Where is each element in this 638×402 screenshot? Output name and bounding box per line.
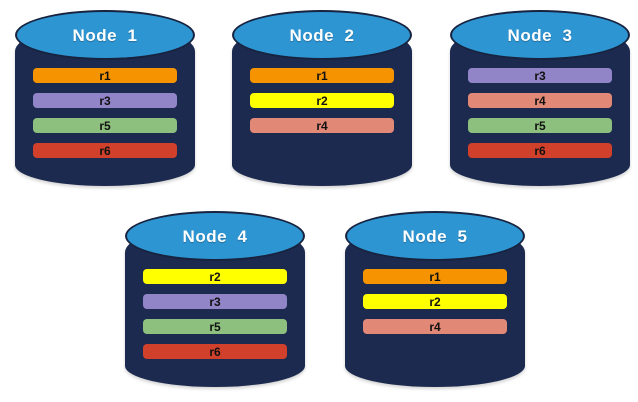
shard-bar[interactable]: r5 xyxy=(143,319,287,334)
database-node-cylinder[interactable]: Node 3 r3 r4 r5 r6 xyxy=(450,10,630,186)
shard-label: r6 xyxy=(209,344,221,359)
shard-bar[interactable]: r3 xyxy=(33,93,177,108)
node-label: Node 4 xyxy=(182,226,248,246)
database-node-cylinder[interactable]: Node 4 r2 r3 r5 r6 xyxy=(125,211,305,387)
cylinder-top-ellipse: Node 4 xyxy=(125,211,305,261)
shard-bar[interactable]: r5 xyxy=(468,118,612,133)
database-node-cylinder[interactable]: Node 1 r1 r3 r5 r6 xyxy=(15,10,195,186)
shard-label: r3 xyxy=(209,294,221,309)
shard-label: r6 xyxy=(534,143,546,158)
shard-label: r4 xyxy=(429,319,441,334)
database-node-cylinder[interactable]: Node 2 r1 r2 r4 xyxy=(232,10,412,186)
shard-list: r1 r3 r5 r6 xyxy=(33,68,177,168)
cylinder-top-ellipse: Node 3 xyxy=(450,10,630,60)
shard-label: r4 xyxy=(316,118,328,133)
shard-label: r2 xyxy=(316,93,328,108)
shard-bar[interactable]: r1 xyxy=(363,269,507,284)
cylinder-top-ellipse: Node 5 xyxy=(345,211,525,261)
shard-label: r1 xyxy=(316,68,328,83)
shard-label: r5 xyxy=(209,319,221,334)
cylinder-top-ellipse: Node 2 xyxy=(232,10,412,60)
shard-bar[interactable]: r5 xyxy=(33,118,177,133)
shard-list: r3 r4 r5 r6 xyxy=(468,68,612,168)
shard-label: r4 xyxy=(534,93,546,108)
shard-bar[interactable]: r4 xyxy=(363,319,507,334)
shard-label: r3 xyxy=(99,93,111,108)
database-node-cylinder[interactable]: Node 5 r1 r2 r4 xyxy=(345,211,525,387)
shard-label: r2 xyxy=(209,269,221,284)
node-label: Node 3 xyxy=(507,25,573,45)
shard-bar[interactable]: r3 xyxy=(143,294,287,309)
shard-list: r1 r2 r4 xyxy=(250,68,394,143)
node-label: Node 5 xyxy=(402,226,468,246)
shard-bar[interactable]: r3 xyxy=(468,68,612,83)
shard-bar[interactable]: r6 xyxy=(143,344,287,359)
node-label: Node 2 xyxy=(289,25,355,45)
shard-label: r3 xyxy=(534,68,546,83)
shard-bar[interactable]: r6 xyxy=(468,143,612,158)
shard-bar[interactable]: r4 xyxy=(468,93,612,108)
cylinder-top-ellipse: Node 1 xyxy=(15,10,195,60)
shard-bar[interactable]: r2 xyxy=(363,294,507,309)
shard-label: r5 xyxy=(534,118,546,133)
shard-bar[interactable]: r6 xyxy=(33,143,177,158)
shard-list: r2 r3 r5 r6 xyxy=(143,269,287,369)
node-label: Node 1 xyxy=(72,25,138,45)
shard-bar[interactable]: r1 xyxy=(250,68,394,83)
shard-label: r1 xyxy=(429,269,441,284)
shard-label: r6 xyxy=(99,143,111,158)
shard-bar[interactable]: r1 xyxy=(33,68,177,83)
shard-label: r2 xyxy=(429,294,441,309)
shard-bar[interactable]: r2 xyxy=(143,269,287,284)
shard-label: r1 xyxy=(99,68,111,83)
shard-bar[interactable]: r2 xyxy=(250,93,394,108)
shard-bar[interactable]: r4 xyxy=(250,118,394,133)
shard-label: r5 xyxy=(99,118,111,133)
shard-list: r1 r2 r4 xyxy=(363,269,507,344)
